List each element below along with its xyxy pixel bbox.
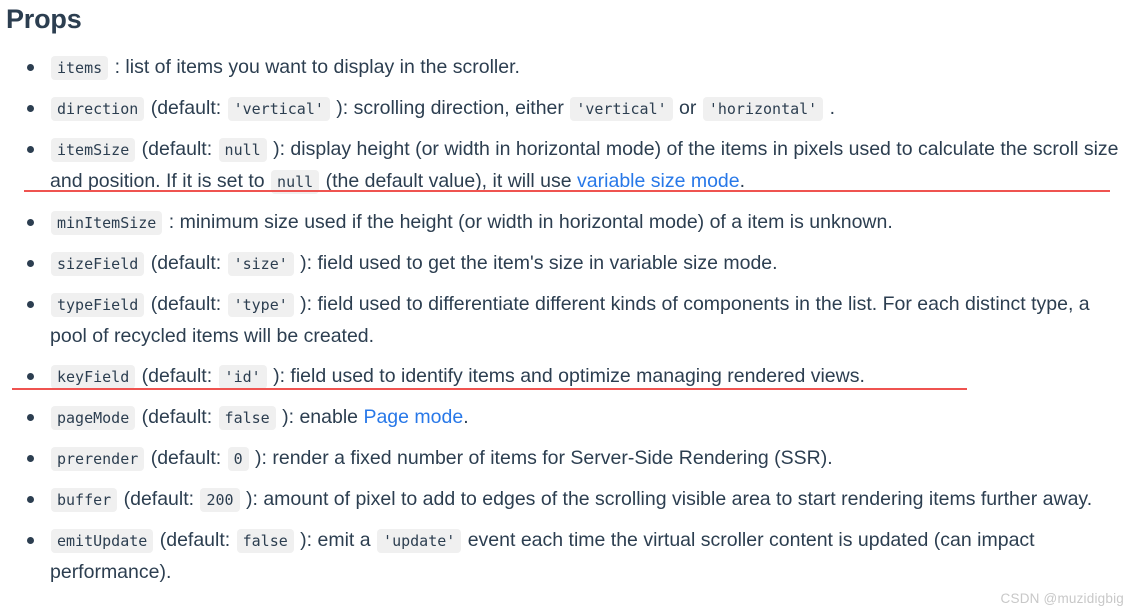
- props-list: items : list of items you want to displa…: [0, 52, 1140, 597]
- prop-text: (the default value), it will use: [320, 170, 578, 192]
- code-chip: null: [218, 138, 267, 162]
- prop-text: ): scrolling direction, either: [330, 97, 570, 119]
- bullet-icon: [27, 373, 34, 380]
- prop-item-pageMode: pageMode (default: false ): enable Page …: [0, 402, 1140, 443]
- code-chip: 'id': [218, 365, 267, 389]
- bullet-icon: [27, 414, 34, 421]
- prop-text: ): amount of pixel to add to edges of th…: [240, 488, 1093, 510]
- code-chip: 'size': [227, 252, 294, 276]
- code-chip: 'horizontal': [702, 97, 824, 121]
- code-chip: buffer: [51, 488, 118, 512]
- prop-text: (default:: [118, 488, 200, 510]
- code-chip: 'vertical': [227, 97, 330, 121]
- bullet-icon: [27, 105, 34, 112]
- code-chip: 'update': [377, 529, 462, 553]
- prop-item-direction: direction (default: 'vertical' ): scroll…: [0, 93, 1140, 134]
- red-underline-annotation-itemsize: [24, 190, 1110, 192]
- code-chip: typeField: [51, 293, 145, 317]
- prop-item-keyField: keyField (default: 'id' ): field used to…: [0, 361, 1140, 402]
- red-underline-annotation-keyfield: [12, 388, 967, 390]
- bullet-icon: [27, 455, 34, 462]
- code-chip: itemSize: [51, 138, 136, 162]
- prop-text: : list of items you want to display in t…: [109, 56, 520, 78]
- prop-text: : minimum size used if the height (or wi…: [163, 211, 893, 233]
- bullet-icon: [27, 260, 34, 267]
- prop-text: (default:: [136, 406, 218, 428]
- prop-item-items: items : list of items you want to displa…: [0, 52, 1140, 93]
- bullet-icon: [27, 146, 34, 153]
- prop-text: ): enable: [276, 406, 364, 428]
- doc-link[interactable]: variable size mode: [577, 170, 740, 192]
- prop-item-minItemSize: minItemSize : minimum size used if the h…: [0, 207, 1140, 248]
- bullet-icon: [27, 496, 34, 503]
- prop-text: (default:: [145, 447, 227, 469]
- code-chip: 0: [227, 447, 249, 471]
- prop-item-sizeField: sizeField (default: 'size' ): field used…: [0, 248, 1140, 289]
- prop-text: ): emit a: [294, 529, 377, 551]
- prop-text: ): field used to get the item's size in …: [294, 252, 778, 274]
- prop-text: (default:: [145, 293, 227, 315]
- code-chip: pageMode: [51, 406, 136, 430]
- prop-text: .: [739, 170, 746, 192]
- code-chip: direction: [51, 97, 145, 121]
- bullet-icon: [27, 219, 34, 226]
- bullet-icon: [27, 537, 34, 544]
- code-chip: emitUpdate: [51, 529, 154, 553]
- code-chip: 200: [200, 488, 240, 512]
- page-title: Props: [6, 4, 82, 34]
- prop-item-typeField: typeField (default: 'type' ): field used…: [0, 289, 1140, 361]
- prop-text: .: [824, 97, 836, 119]
- code-chip: prerender: [51, 447, 145, 471]
- prop-text: ): display height (or width in horizonta…: [50, 138, 1119, 192]
- prop-text: ): field used to differentiate different…: [50, 293, 1090, 347]
- prop-text: (default:: [136, 138, 218, 160]
- code-chip: minItemSize: [51, 211, 163, 235]
- prop-item-itemSize: itemSize (default: null ): display heigh…: [0, 134, 1140, 207]
- code-chip: false: [218, 406, 276, 430]
- watermark: CSDN @muzidigbig: [1000, 591, 1124, 606]
- code-chip: 'vertical': [570, 97, 673, 121]
- prop-item-prerender: prerender (default: 0 ): render a fixed …: [0, 443, 1140, 484]
- prop-text: (default:: [154, 529, 236, 551]
- prop-text: (default:: [145, 252, 227, 274]
- code-chip: keyField: [51, 365, 136, 389]
- bullet-icon: [27, 64, 34, 71]
- prop-text: or: [673, 97, 702, 119]
- prop-item-emitUpdate: emitUpdate (default: false ): emit a 'up…: [0, 525, 1140, 597]
- code-chip: 'type': [227, 293, 294, 317]
- prop-text: ): render a fixed number of items for Se…: [249, 447, 833, 469]
- doc-link[interactable]: Page mode: [363, 406, 464, 428]
- prop-text: ): field used to identify items and opti…: [267, 365, 865, 387]
- prop-text: (default:: [145, 97, 227, 119]
- code-chip: sizeField: [51, 252, 145, 276]
- code-chip: false: [236, 529, 294, 553]
- prop-text: .: [463, 406, 469, 428]
- prop-text: (default:: [136, 365, 218, 387]
- code-chip: items: [51, 56, 109, 80]
- prop-item-buffer: buffer (default: 200 ): amount of pixel …: [0, 484, 1140, 525]
- bullet-icon: [27, 301, 34, 308]
- prop-text: event each time the virtual scroller con…: [50, 529, 1035, 583]
